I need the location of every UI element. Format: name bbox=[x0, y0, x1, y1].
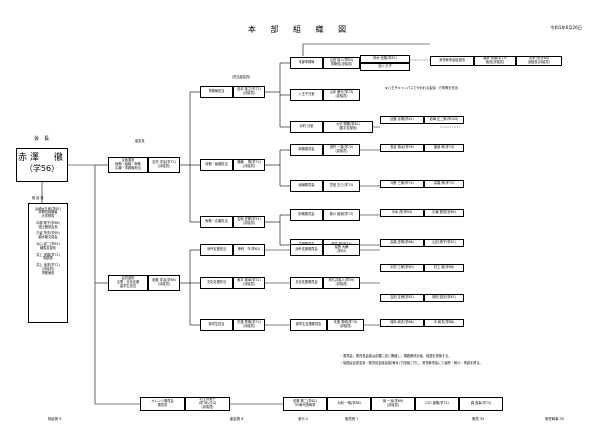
committee-name: 入王子分室 bbox=[290, 89, 323, 101]
committee-member: 平 和夫(学68) bbox=[424, 319, 464, 327]
footer-vp: 副会長 8 bbox=[230, 417, 244, 421]
vp2-name-box: 松藤 洋治(学66) (評議員) bbox=[148, 275, 180, 291]
division-role: オレンジ委員会 委員長 bbox=[140, 397, 185, 411]
orange-member: 川口 康敬(学72) bbox=[415, 397, 459, 411]
division-person: 吉岡 史郎(学74) (評議員) bbox=[233, 216, 265, 228]
division-person: 松本 隆之(学72) (評議員) bbox=[233, 86, 265, 98]
president-name: 赤澤 徹 bbox=[17, 153, 66, 163]
advisor-item: 久留 茂夫(学65) 顧木筆文協会 bbox=[36, 231, 60, 240]
committee-name: 財務委員会 bbox=[290, 209, 323, 221]
division-role: 渉外支援担当 bbox=[200, 244, 233, 256]
footer-advisor2: 参与 2 bbox=[298, 417, 309, 421]
footnote-2: ・議題は記述会長・委員長会議会議(毎月)で評価に付し、常任幹事会にて最終・執行・… bbox=[340, 361, 483, 365]
president-gakubu: （学56） bbox=[24, 164, 60, 173]
committee-member: 近藤 嘉明(学61) bbox=[380, 116, 424, 124]
committee-name: 組織委員会 bbox=[290, 180, 323, 192]
committee-chair: 阿久井義人(学59) (評議員) bbox=[323, 277, 360, 289]
division-person: 村上喜美子 (学76)(文4) (評議員) bbox=[185, 397, 230, 411]
orange-chair: 佐藤 聡二(学62) OG幹代表幹事 bbox=[283, 397, 327, 411]
advisors-label: 相 談 役 bbox=[32, 196, 44, 200]
council-chair: 福本 長雄(学73) 議長(評議員) bbox=[474, 56, 516, 66]
committee-member: 石川 久子 bbox=[360, 63, 410, 71]
committee-member: 長谷 慎太(学59) bbox=[380, 144, 424, 152]
division-person: 神林 守(学62) bbox=[233, 244, 265, 256]
committee-member: 広報 委員(学69) bbox=[424, 209, 464, 217]
vp1-name-box: 吉村 洋治(学72) (評議員) bbox=[148, 157, 180, 173]
star-note: ★八王子キャンパスで行われる会議・行事等を担当 bbox=[385, 86, 458, 90]
advisors-box: 浜崎太久郎(学62) 事務長経験者 大学院同 中堀 隆子(学66) 国士舘前会長… bbox=[28, 203, 68, 323]
committee-chair: 山田 智人(学82) 事務長(評議員) bbox=[323, 57, 360, 69]
footnote-1: ・委員会、委員長会議は必要に応じ開催し、課題解決計画、議題を提案する。 bbox=[340, 354, 452, 358]
committee-member: 岡田 誠夫(学67) bbox=[424, 294, 464, 302]
committee-name: 奨学生支援委員会 bbox=[290, 319, 327, 331]
committee-member: 高橋 修(学73) bbox=[424, 180, 464, 188]
committee-name: 文化支援委員会 bbox=[290, 277, 323, 289]
footer-exec: 常任幹事 33 bbox=[545, 417, 564, 421]
orange-member: 森 道幸(学73) bbox=[459, 397, 503, 411]
president-label: 会 長 bbox=[34, 136, 50, 142]
division-role: 奨学生担当 bbox=[200, 319, 233, 331]
committee-chair: 星野 大輔 (学62) bbox=[323, 244, 360, 256]
advisor-item: 井上 達男(学72) (評議員) 事務局長 bbox=[36, 263, 60, 275]
star-note-text: 八王子キャンパスで行われる会議・行事等を担当 bbox=[387, 86, 458, 90]
committee-member: 村上 裕(学66) bbox=[424, 264, 464, 272]
kanji-council-label: 常任幹事会議長団 bbox=[430, 56, 474, 66]
division-role: 財務・広報担当 bbox=[200, 216, 233, 228]
committee-member: 今野 三郎(学74) bbox=[380, 180, 424, 188]
committee-name: 本部事務局 bbox=[290, 57, 323, 69]
footer-members: 委員 33 bbox=[472, 417, 485, 421]
footer-advisors: 相談役 9 bbox=[48, 417, 62, 421]
orange-member: 岡 一兵(学69) (評議員) bbox=[371, 397, 415, 411]
page-title: 本 部 組 織 図 bbox=[247, 25, 353, 34]
committee-name: 渉外支援委員会 bbox=[290, 244, 323, 256]
committee-member: 亜部 孝(学74) bbox=[424, 144, 464, 152]
footer-chairs: 委員長 7 bbox=[345, 417, 359, 421]
committee-member: 岩崎 正二郎(学100) bbox=[424, 116, 464, 124]
committee-name: 北町 分室 bbox=[290, 121, 323, 133]
committee-chair: 大宇 陽範(学61) (国平支部長) bbox=[323, 121, 373, 133]
committee-member: 鈴木 信隆(学87) bbox=[360, 55, 410, 63]
advisor-item: 井上 重春(学72) 相談役 bbox=[36, 252, 60, 261]
division-role: 総務・組織担当 bbox=[200, 159, 233, 171]
division-role: 事務局担当 bbox=[200, 86, 233, 98]
division-role: 文化支援担当 bbox=[200, 277, 233, 289]
committee-chair: 矢運 秀明(学73) (評議員) bbox=[327, 319, 364, 331]
division-note: (担当副会長) bbox=[232, 75, 251, 79]
council-vice-chair: 青木 茂(学64) 副議長(評議員) bbox=[516, 56, 562, 66]
division-person: 瀬瀬 剛(学73) (評議員) bbox=[233, 159, 265, 171]
committee-member: 青木 茂(学64) bbox=[380, 209, 424, 217]
committee-member: 吉田 正博(学62) bbox=[380, 294, 424, 302]
president-box: 赤澤 徹 （学56） bbox=[16, 148, 68, 182]
advisor-item: 大山 誠二(学62) 練馬支部長 bbox=[36, 242, 60, 250]
committee-member: 高橋 史明(学68) bbox=[380, 239, 424, 247]
committee-name: 総務委員会 bbox=[290, 144, 323, 156]
advisor-item: 浜崎太久郎(学62) 事務長経験者 大学院同 bbox=[35, 206, 61, 219]
committee-chair: 田村 一真(学72) (評議員) bbox=[323, 144, 360, 156]
committee-member: 山田 陽子(学67) bbox=[424, 239, 464, 247]
advisor-item: 中堀 隆子(学66) 国士舘前会長 bbox=[36, 220, 60, 229]
committee-chair: 山本 勝夫(学73) (評議員) bbox=[323, 89, 360, 101]
vp2-role-box: 会員連携 企業・文化支援 留学生担当 bbox=[108, 275, 148, 291]
vp-label: 副会長 bbox=[135, 139, 145, 143]
vp1-role-box: 企画運営 総務・組織・財務 広報・事務局担当 bbox=[108, 157, 148, 173]
orange-member: 大和 一哉(学68) bbox=[327, 397, 371, 411]
committee-chair: 豊田 次三(学71) bbox=[323, 180, 360, 192]
date-label: 令和1年6月26日 bbox=[550, 25, 582, 30]
committee-chair: 鵜川 裕樹(学73) bbox=[323, 209, 360, 221]
division-person: 東平 英幸(学72) (評議員) bbox=[233, 277, 265, 289]
committee-member: 中田 三郎(学60) bbox=[380, 264, 424, 272]
division-person: 矢運 秀明(学73) (評議員) bbox=[233, 319, 265, 331]
committee-member: 城本 和夫(学68) bbox=[380, 319, 424, 327]
